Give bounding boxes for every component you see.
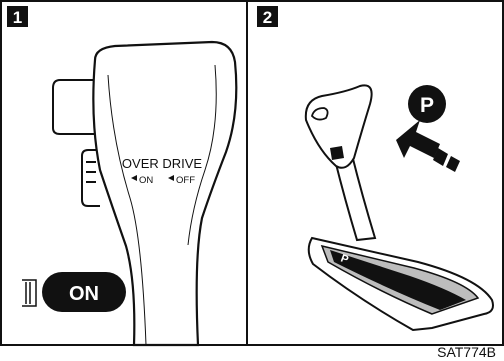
overdrive-on-label: ON <box>139 175 153 186</box>
overdrive-off-label: OFF <box>176 175 195 186</box>
park-badge-letter: P <box>420 94 434 117</box>
shift-lever-side-button <box>330 146 344 160</box>
overdrive-label: OVER DRIVE <box>122 156 203 171</box>
on-button-text: ON <box>69 283 99 305</box>
panel-1-number: 1 <box>13 8 22 27</box>
panel-2-number: 2 <box>263 8 272 27</box>
on-switch-stub <box>22 280 36 306</box>
figure-code: SAT774B <box>437 344 496 360</box>
